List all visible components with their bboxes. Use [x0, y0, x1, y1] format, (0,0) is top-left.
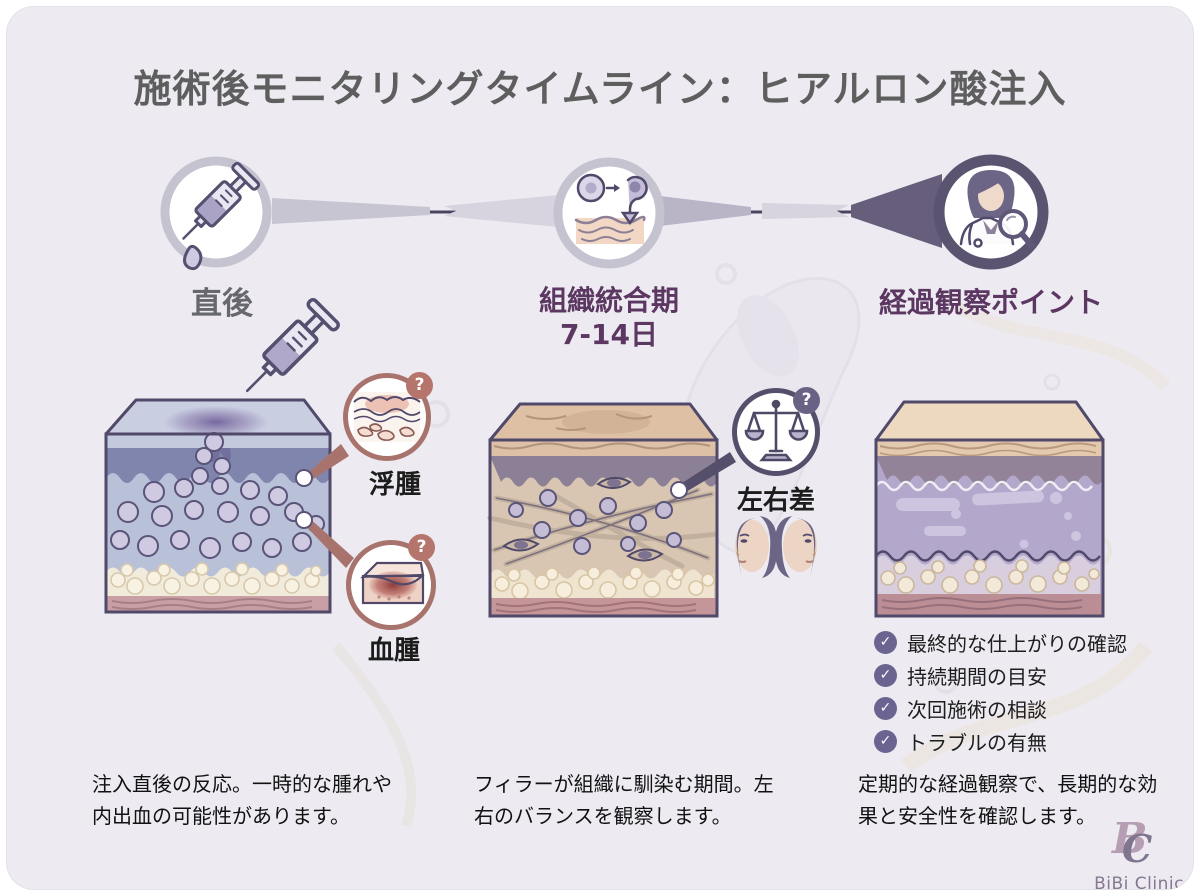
edema-question-badge: ?	[406, 372, 433, 399]
mirrored-faces-icon	[735, 516, 817, 578]
edema-label-text: 浮腫	[368, 470, 421, 500]
monogram-letter-c: C	[1122, 826, 1153, 871]
checklist-item-3: ✓ 次回施術の相談	[874, 694, 1047, 723]
infographic-card: 施術後モニタリングタイムライン：ヒアルロン酸注入	[6, 6, 1194, 890]
check-glyph: ✓	[879, 700, 892, 716]
checklist-item-4: ✓ トラブルの有無	[874, 727, 1047, 756]
edema-label: 浮腫	[342, 464, 448, 501]
edema-badge-text: ?	[414, 375, 425, 395]
check-icon: ✓	[874, 664, 897, 687]
skin-block-2	[487, 402, 719, 618]
syringe-icon	[182, 161, 261, 271]
timeline	[160, 154, 1049, 271]
balance-scale-icon	[744, 399, 809, 462]
asymmetry-question-badge: ?	[793, 387, 820, 414]
hematoma-question-badge: ?	[408, 534, 435, 561]
stage-2-subtext: 7-14日	[559, 317, 659, 351]
stage-label-3: 経過観察ポイント	[858, 286, 1124, 320]
timeline-band-1	[444, 195, 558, 227]
description-followup: 定期的な経過観察で、長期的な効果と安全性を確認します。	[858, 772, 1158, 829]
hematoma-label: 血腫	[341, 630, 447, 667]
asymmetry-label-text: 左右差	[736, 486, 815, 516]
timeline-wedge-1	[272, 198, 430, 224]
check-icon: ✓	[874, 697, 897, 720]
page-title: 施術後モニタリングタイムライン：ヒアルロン酸注入	[133, 67, 1067, 111]
stage-label-1: 直後	[152, 278, 292, 323]
description-immediate: 注入直後の反応。一時的な腫れや内出血の可能性があります。	[92, 772, 392, 829]
checklist-item-2-text: 持続期間の目安	[907, 665, 1047, 689]
edema-skin-icon	[353, 392, 421, 442]
asymmetry-badge-text: ?	[801, 390, 812, 410]
hematoma-label-text: 血腫	[367, 636, 420, 666]
hematoma-badge-text: ?	[416, 537, 427, 557]
stage-label-2: 組織統合期 7-14日	[496, 284, 722, 351]
checklist-item-3-text: 次回施術の相談	[907, 698, 1047, 722]
checklist-item-4-text: トラブルの有無	[907, 731, 1047, 755]
skin-block-1	[104, 398, 332, 614]
stage-3-text: 経過観察ポイント	[878, 286, 1103, 319]
check-glyph: ✓	[879, 634, 892, 650]
callout-pointers	[295, 444, 736, 568]
stage-1-text: 直後	[191, 286, 253, 322]
check-icon: ✓	[874, 631, 897, 654]
checklist-item-1-text: 最終的な仕上がりの確認	[907, 632, 1127, 656]
injection-syringe-icon	[245, 298, 340, 393]
monogram-letter-b: B	[1112, 814, 1148, 863]
checklist-item-1: ✓ 最終的な仕上がりの確認	[874, 628, 1127, 657]
description-integration: フィラーが組織に馴染む期間。左右のバランスを観察します。	[474, 772, 774, 829]
check-icon: ✓	[874, 730, 897, 753]
clinic-monogram: B C	[1084, 814, 1194, 871]
check-glyph: ✓	[879, 667, 892, 683]
clinic-name: BiBi Clinic	[1094, 874, 1184, 890]
check-glyph: ✓	[879, 733, 892, 749]
clinic-logo: B C BiBi Clinic	[1084, 814, 1194, 890]
asymmetry-label: 左右差	[728, 480, 824, 517]
tissue-integration-icon	[574, 173, 648, 244]
doctor-magnifier-icon	[959, 170, 1035, 249]
skin-block-3	[874, 400, 1105, 618]
checklist-item-2: ✓ 持続期間の目安	[874, 661, 1047, 690]
timeline-band-2	[762, 203, 849, 219]
timeline-arrow-wedge	[851, 174, 942, 248]
hematoma-skin-icon	[360, 561, 425, 605]
stage-2-text: 組織統合期	[538, 284, 679, 317]
edema-callout-circle	[343, 373, 431, 461]
timeline-wedge-2	[660, 196, 751, 226]
